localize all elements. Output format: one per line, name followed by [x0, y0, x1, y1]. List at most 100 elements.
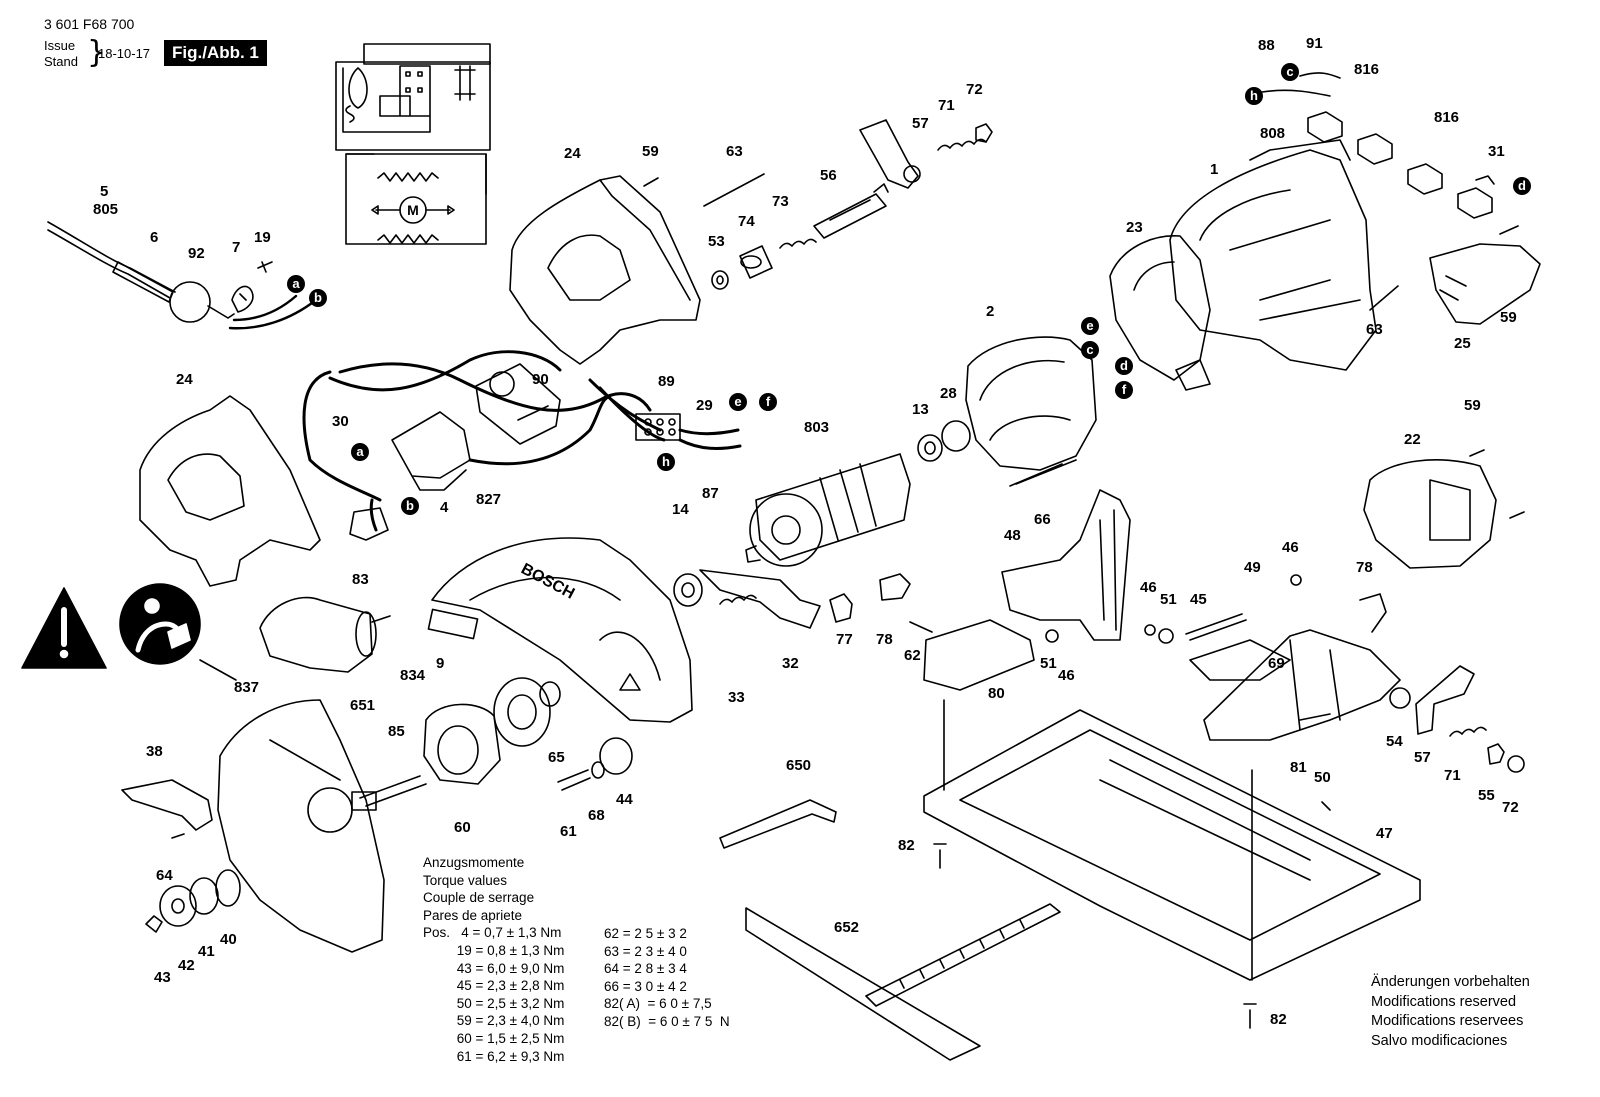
callout-25: 25	[1454, 335, 1471, 352]
callout-68: 68	[588, 807, 605, 824]
callout-55: 55	[1478, 787, 1495, 804]
wire-letter-e-terminal: e	[734, 394, 741, 409]
callout-56: 56	[820, 167, 837, 184]
callout-81: 81	[1290, 759, 1307, 776]
callout-42: 42	[178, 957, 195, 974]
torque-row: 82( A) = 6 0 ± 7,5	[604, 996, 712, 1012]
callout-44: 44	[616, 791, 633, 808]
motor-symbol-label: M	[407, 202, 419, 218]
lever-washers	[121, 779, 241, 933]
torque-row: 66 = 3 0 ± 4 2	[604, 978, 687, 994]
wire-letter-c-stator: c	[1086, 342, 1093, 357]
callout-63-lower: 63	[1366, 321, 1383, 338]
torque-row: 43 = 6,0 ± 9,0 Nm	[423, 960, 565, 976]
callout-5: 5	[100, 183, 108, 200]
callout-32: 32	[782, 655, 799, 672]
switch	[349, 411, 471, 541]
brace-glyph: }	[87, 35, 107, 70]
callout-33: 33	[728, 689, 745, 706]
angle-bracket	[879, 489, 1131, 691]
callout-46-top: 46	[1282, 539, 1299, 556]
callout-816-left: 816	[1354, 61, 1379, 78]
callout-59-upper: 59	[642, 143, 659, 160]
callout-49: 49	[1244, 559, 1261, 576]
callout-22: 22	[1404, 431, 1421, 448]
spindle-gear-assembly	[351, 677, 633, 811]
callout-59-right: 59	[1500, 309, 1517, 326]
notice-de: Änderungen vorbehalten	[1371, 974, 1530, 990]
torque-row: 59 = 2,3 ± 4,0 Nm	[423, 1013, 565, 1029]
torque-heading-en: Torque values	[423, 872, 508, 888]
figure-label: Fig./Abb. 1	[164, 40, 267, 66]
fan-guide	[1363, 459, 1497, 569]
callout-65: 65	[548, 749, 565, 766]
callout-53: 53	[708, 233, 725, 250]
document-number: 3 601 F68 700	[44, 16, 135, 32]
torque-heading-de: Anzugsmomente	[423, 855, 525, 870]
callout-14: 14	[672, 501, 689, 518]
electronic-module	[475, 363, 561, 445]
torque-row: 62 = 2 5 ± 3 2	[604, 926, 687, 941]
callout-64: 64	[156, 867, 173, 884]
callout-803: 803	[804, 419, 829, 436]
callout-31: 31	[1488, 143, 1505, 160]
issue-date: 18-10-17	[98, 46, 151, 61]
callout-85: 85	[388, 723, 405, 740]
lever-parts-lower	[1389, 665, 1525, 773]
callout-30: 30	[332, 413, 349, 430]
wire-letter-f-stator: f	[1122, 382, 1127, 397]
callout-45: 45	[1190, 591, 1207, 608]
wire-letter-a-switch: a	[356, 444, 364, 459]
callout-38: 38	[146, 743, 163, 760]
callout-90: 90	[532, 371, 549, 388]
wire-letter-f-terminal: f	[766, 394, 771, 409]
wire-letter-d-brush: d	[1518, 178, 1526, 193]
notice-fr: Modifications reservees	[1371, 1013, 1524, 1029]
callout-63-upper: 63	[726, 143, 743, 160]
stator	[917, 336, 1097, 485]
callout-29: 29	[696, 397, 713, 414]
callout-808: 808	[1260, 125, 1285, 142]
wire-letter-b-switch: b	[406, 498, 414, 513]
internal-wires	[302, 350, 742, 532]
callout-88: 88	[1258, 37, 1275, 54]
callout-61: 61	[560, 823, 577, 840]
callout-87: 87	[702, 485, 719, 502]
callout-78-right: 78	[1356, 559, 1373, 576]
bevel-bracket	[1144, 574, 1401, 741]
callout-50: 50	[1314, 769, 1331, 786]
base-plate	[923, 699, 1421, 981]
torque-heading-es: Pares de apriete	[423, 907, 523, 923]
callout-24-lower: 24	[176, 371, 193, 388]
callout-9: 9	[436, 655, 444, 672]
callout-46-mid: 46	[1058, 667, 1075, 684]
callout-60: 60	[454, 819, 471, 836]
callout-827: 827	[476, 491, 501, 508]
wire-letter-markers: a b a b h e f e c d f c h d	[287, 63, 1531, 515]
torque-row: 61 = 6,2 ± 9,3 Nm	[423, 1048, 565, 1064]
callout-43: 43	[154, 969, 171, 986]
torque-values-table: Anzugsmomente Torque values Couple de se…	[423, 854, 564, 1065]
callout-24-upper: 24	[564, 145, 581, 162]
callout-7: 7	[232, 239, 240, 256]
callout-89: 89	[658, 373, 675, 390]
handle-half-lower	[139, 395, 321, 587]
bearing-clip-parts	[673, 569, 853, 629]
callout-78-left: 78	[876, 631, 893, 648]
callout-69: 69	[1268, 655, 1285, 672]
callout-54: 54	[1386, 733, 1403, 750]
callout-80: 80	[988, 685, 1005, 702]
motor-housing	[1109, 139, 1377, 391]
wire-letter-a-cord: a	[292, 276, 300, 291]
wire-letter-b-cord: b	[314, 290, 322, 305]
torque-row: 63 = 2 3 ± 4 0	[604, 943, 687, 959]
callout-48: 48	[1004, 527, 1021, 544]
callout-66: 66	[1034, 511, 1051, 528]
callout-2: 2	[986, 303, 994, 320]
callout-59-mid: 59	[1464, 397, 1481, 414]
callout-82-bottom: 82	[1270, 1011, 1287, 1028]
callout-83: 83	[352, 571, 369, 588]
callout-19: 19	[254, 229, 271, 246]
screws	[933, 225, 1525, 1029]
